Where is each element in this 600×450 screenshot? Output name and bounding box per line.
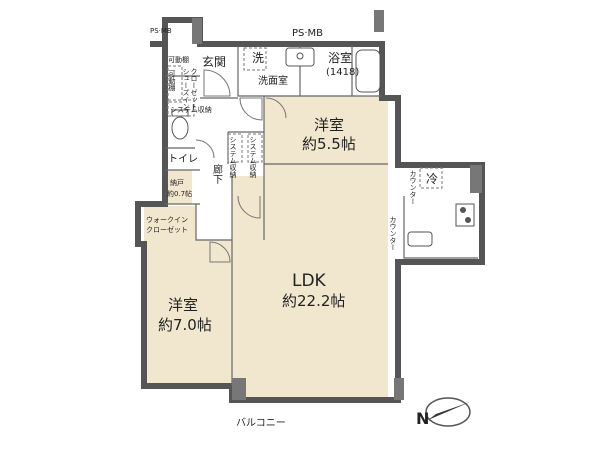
balcony-label: バルコニー [236,417,286,429]
compass-ring [425,397,471,427]
shoes-closet-label-2: クローゼット [190,68,198,110]
system-storage-box-b [247,133,263,163]
top-right-hatch [374,10,384,32]
bath-size-label: (1418) [326,67,359,78]
outer-wall [135,17,485,403]
system-storage-a-label: システム収納 [229,136,237,179]
toilet-door [195,139,215,159]
storage-label: 納戸 [170,178,184,187]
entrance-label: 玄関 [202,54,226,69]
shoes-closet-shelf [167,65,183,103]
walkin-label-2: クローゼット [146,225,188,234]
movable-shelf-label-2: 可動棚 [168,70,176,92]
window-hatch-2 [394,378,404,400]
corridor-door [237,195,261,219]
stove-burner-2 [465,217,471,223]
ps-mb-top-left-label: PS·MB [150,27,172,35]
washroom-label: 洗面室 [258,74,288,87]
ldk-floor-right [264,164,388,400]
bathtub [355,49,381,93]
interior-walls [165,46,388,386]
stove [455,203,475,227]
ps-mb-left-hatch [192,18,202,44]
ldk-name: LDK [292,271,327,291]
kitchen-sink [407,231,433,247]
kitchen-corner-hatch [470,165,482,193]
walkin-closet-floor [144,206,196,240]
western-room-5-5-floor [264,96,388,164]
entrance-door [203,69,231,97]
kitchen-counter [403,196,478,259]
toilet-label: トイレ [168,154,198,165]
wash-machine-label: 洗 [252,51,264,65]
washer-space [243,47,267,71]
room70-door [209,241,231,263]
shoes-closet-label-1: シューズイン [182,68,190,110]
system-storage-box-left [167,99,195,117]
basin-drain [296,52,304,60]
washroom-door [239,97,263,121]
room55-door [265,97,287,119]
bath-label: 浴室 [328,50,352,65]
ps-mb-top-label: PS·MB [292,28,323,39]
walkin-label-1: ウォークイン [146,216,188,224]
western-70-name: 洋室 [168,296,198,314]
ldk-floor-left [232,240,272,400]
compass-needle-icon [428,402,470,420]
window-hatch-1 [232,378,246,400]
toilet-fixture [171,116,189,140]
western-55-name: 洋室 [314,116,344,134]
movable-shelf-label: 可動棚 [168,55,189,64]
fridge-space [419,167,443,189]
counter-right-label: カウンター [389,216,397,251]
western-55-size: 約5.5帖 [302,135,356,153]
western-room-7-0-floor [144,240,232,386]
ldk-floor-mid [232,176,272,242]
compass: N [416,397,471,428]
system-storage-box-a [227,133,243,163]
system-storage-b-label: システム収納 [249,136,257,179]
counter-left-label: カウンター [409,170,417,205]
system-storage-left-label: システム収納 [170,105,212,114]
corridor-label: 廊下 [211,163,223,185]
compass-letter: N [416,409,429,428]
balcony-floor [140,402,410,436]
ldk-size: 約22.2帖 [282,292,345,310]
storage-size-label: 約0.7帖 [167,189,192,198]
fridge-label: 冷 [426,172,438,186]
western-70-size: 約7.0帖 [158,316,212,334]
stove-burner-1 [460,207,466,213]
storage-floor [166,170,192,204]
